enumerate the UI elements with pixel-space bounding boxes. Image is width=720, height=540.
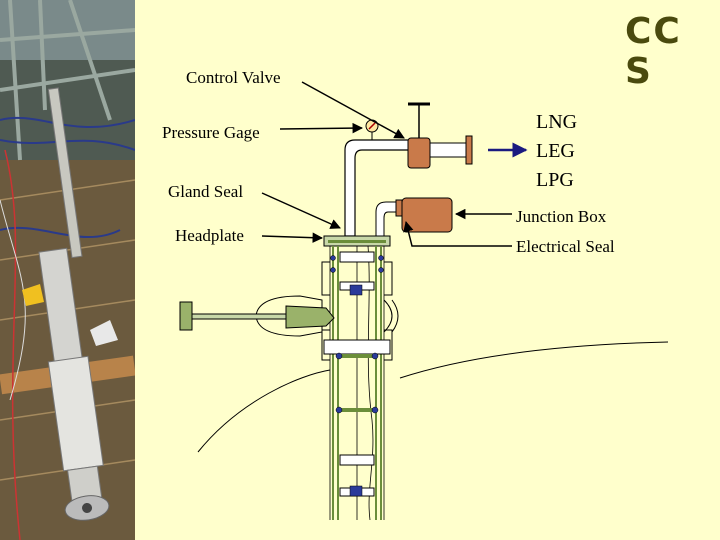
pump-photo (0, 0, 135, 540)
arrow-electrical-seal (403, 220, 512, 247)
tank-arc-upper (399, 341, 669, 379)
control-valve-body (407, 137, 431, 169)
arrow-pressure-gage (279, 122, 364, 134)
arrow-headplate (261, 232, 324, 243)
logo-line-2: S (625, 50, 653, 92)
pump-column (332, 246, 382, 520)
label-control-valve: Control Valve (186, 68, 281, 87)
label-gland-seal: Gland Seal (168, 182, 244, 201)
arrow-control-valve (301, 81, 405, 139)
tank-arc-lower (197, 369, 331, 453)
fluid-lpg: LPG (536, 169, 574, 191)
fluid-lng: LNG (536, 111, 578, 133)
handle-rod (189, 313, 287, 320)
electrical-seal (395, 199, 403, 217)
ccs-logo: CC S (625, 12, 695, 91)
label-electrical-seal: Electrical Seal (516, 237, 615, 256)
label-pressure-gage: Pressure Gage (162, 123, 260, 142)
handle-knob (179, 301, 193, 331)
outlet-flange (465, 135, 473, 165)
fluid-leg: LEG (536, 140, 575, 162)
label-headplate: Headplate (175, 226, 244, 245)
logo-line-1: CC (625, 11, 682, 52)
nozzle-tip (285, 305, 335, 329)
junction-box (401, 197, 453, 233)
arrow-gland-seal (261, 192, 341, 229)
conduit (375, 201, 399, 237)
label-junction-box: Junction Box (516, 207, 607, 226)
outlet-pipe (429, 142, 467, 158)
